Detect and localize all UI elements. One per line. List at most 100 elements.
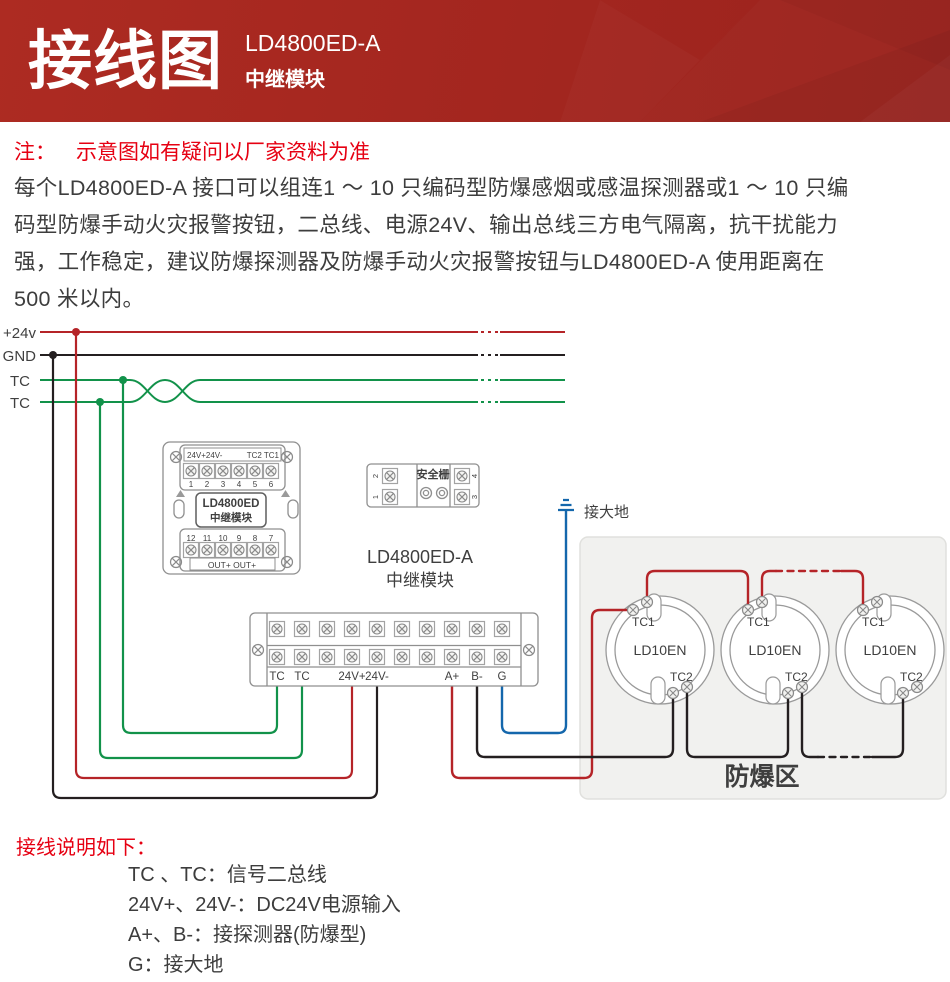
- bus-label-tc1: TC: [10, 373, 30, 390]
- bus-wire-tc2: [40, 378, 565, 403]
- module-front-view: 24V+24V- TC2 TC1 1 2 3 4 5 6 LD4800ED 中继…: [162, 441, 301, 575]
- module-caption-line2: 中继模块: [386, 571, 454, 590]
- junction-dot: [96, 398, 104, 406]
- svg-text:7: 7: [269, 534, 274, 543]
- legend-item: A+、B-：接探测器(防爆型): [128, 924, 367, 946]
- wire-tc1-link-1: [645, 569, 750, 609]
- barrier-terminal-numbers: 2 1 4 3: [371, 474, 479, 499]
- svg-text:24V-: 24V-: [365, 671, 389, 683]
- svg-text:B-: B-: [471, 671, 483, 683]
- legend-item: G：接大地: [128, 954, 224, 976]
- ground-label: 接大地: [584, 504, 629, 521]
- detector-model: LD10EN: [864, 642, 917, 658]
- header-module-name: 中继模块: [245, 68, 325, 91]
- svg-text:4: 4: [470, 474, 479, 478]
- junction-dot: [49, 351, 57, 359]
- svg-text:8: 8: [253, 534, 258, 543]
- safety-barrier: 安全栅 2 1 4 3: [366, 463, 480, 508]
- module-name-line2: 中继模块: [210, 511, 252, 524]
- wiring-diagram: +24v GND TC TC 2: [3, 325, 947, 800]
- description-line: 500 米以内。: [14, 287, 145, 311]
- barrier-label: 安全栅: [417, 467, 450, 481]
- strip-terminal-labels: TC TC 24V+ 24V- A+ B- G: [269, 671, 506, 683]
- junction-dot: [119, 376, 127, 384]
- wire-tc2: [98, 400, 304, 760]
- bus-label-gnd: GND: [3, 348, 37, 365]
- wire-tc1-link-2b: [839, 569, 865, 609]
- wire-b-minus: [475, 684, 675, 759]
- description-line: 强，工作稳定，建议防爆探测器及防爆手动火灾报警按钮与LD4800ED-A 使用距…: [14, 250, 825, 274]
- ground-symbol-icon: [558, 498, 574, 512]
- svg-text:G: G: [498, 671, 507, 683]
- note-prefix: 注：: [14, 141, 56, 164]
- wire-tc1-link-2a: [760, 569, 778, 605]
- detector: TC1 LD10EN TC2: [741, 593, 809, 705]
- triangle-marker-icon: [176, 490, 185, 497]
- legend-item: 24V+、24V-：DC24V电源输入: [128, 894, 401, 916]
- detector-tc1-label: TC1: [747, 615, 770, 629]
- svg-text:6: 6: [269, 480, 274, 489]
- svg-text:5: 5: [253, 480, 258, 489]
- svg-text:TC: TC: [269, 671, 284, 683]
- header-banner: 接线图 LD4800ED-A 中继模块: [0, 0, 950, 122]
- detector-model: LD10EN: [634, 642, 687, 658]
- wire-24v-minus: [51, 353, 379, 800]
- zone-label: 防爆区: [724, 763, 799, 791]
- junction-dot: [72, 328, 80, 336]
- svg-text:4: 4: [237, 480, 242, 489]
- detector: TC1 LD10EN TC2: [626, 593, 694, 705]
- svg-text:24V+: 24V+: [338, 671, 365, 683]
- bus-label-tc2: TC: [10, 395, 30, 412]
- explosion-proof-zone: TC1 LD10EN TC2 TC1 LD10EN TC2 TC1 LD10EN…: [450, 509, 947, 800]
- banner-pattern-icon: [700, 30, 950, 122]
- description-line: 每个LD4800ED-A 接口可以组连1 ～ 10 只编码型防爆感烟或感温探测器…: [14, 176, 849, 200]
- module-top-numbers: 1 2 3 4 5 6: [189, 480, 274, 489]
- wire-ground: [500, 509, 568, 735]
- wire-tc1: [121, 378, 279, 735]
- module-bottom-numbers: 12 11 10 9 8 7: [187, 534, 274, 543]
- svg-text:3: 3: [221, 480, 226, 489]
- bus-label-24v: +24v: [3, 325, 36, 342]
- module-name-line1: LD4800ED: [203, 498, 260, 510]
- mount-slot-icon: [173, 499, 185, 519]
- module-bottom-screws: [182, 541, 280, 559]
- module-top-left-label: 24V+24V-: [187, 451, 223, 460]
- svg-text:A+: A+: [445, 671, 460, 683]
- mount-slot-icon: [880, 676, 896, 705]
- mount-slot-icon: [650, 676, 666, 705]
- detector-tc2-label: TC2: [670, 670, 693, 684]
- module-top-right-label: TC2 TC1: [247, 451, 280, 460]
- svg-text:10: 10: [219, 534, 228, 543]
- description-paragraph: 每个LD4800ED-A 接口可以组连1 ～ 10 只编码型防爆感烟或感温探测器…: [14, 170, 849, 318]
- module-feed-wires: [49, 328, 379, 800]
- wire-tc2-link-1: [685, 688, 790, 759]
- detector-tc1-label: TC1: [862, 615, 885, 629]
- wire-tc2-link-2b: [870, 694, 905, 759]
- module-caption-line1: LD4800ED-A: [367, 547, 473, 567]
- legend-item: TC 、TC：信号二总线: [128, 864, 327, 886]
- svg-text:1: 1: [189, 480, 194, 489]
- svg-text:1: 1: [371, 495, 380, 499]
- svg-text:9: 9: [237, 534, 242, 543]
- wire-24v-plus: [74, 330, 354, 780]
- header-subtitle-block: LD4800ED-A 中继模块: [245, 30, 381, 92]
- mount-slot-icon: [287, 499, 299, 519]
- zone-wires: [450, 509, 905, 780]
- bus-lines: +24v GND TC TC: [3, 325, 565, 412]
- legend-items: TC 、TC：信号二总线 24V+、24V-：DC24V电源输入 A+、B-：接…: [128, 860, 401, 980]
- svg-text:2: 2: [371, 474, 380, 478]
- detector-tc2-label: TC2: [785, 670, 808, 684]
- module-bottom-label: OUT+ OUT+: [208, 560, 256, 570]
- page-title: 接线图: [28, 25, 223, 97]
- module-caption: LD4800ED-A 中继模块: [367, 547, 473, 590]
- svg-text:TC: TC: [294, 671, 309, 683]
- svg-text:12: 12: [187, 534, 196, 543]
- svg-text:3: 3: [470, 495, 479, 499]
- terminal-strip: TC TC 24V+ 24V- A+ B- G: [249, 612, 539, 687]
- module-top-screws: [182, 462, 280, 480]
- detector-bodies: [605, 595, 945, 705]
- detector: TC1 LD10EN TC2: [856, 593, 924, 705]
- detector-model: LD10EN: [749, 642, 802, 658]
- svg-text:2: 2: [205, 480, 210, 489]
